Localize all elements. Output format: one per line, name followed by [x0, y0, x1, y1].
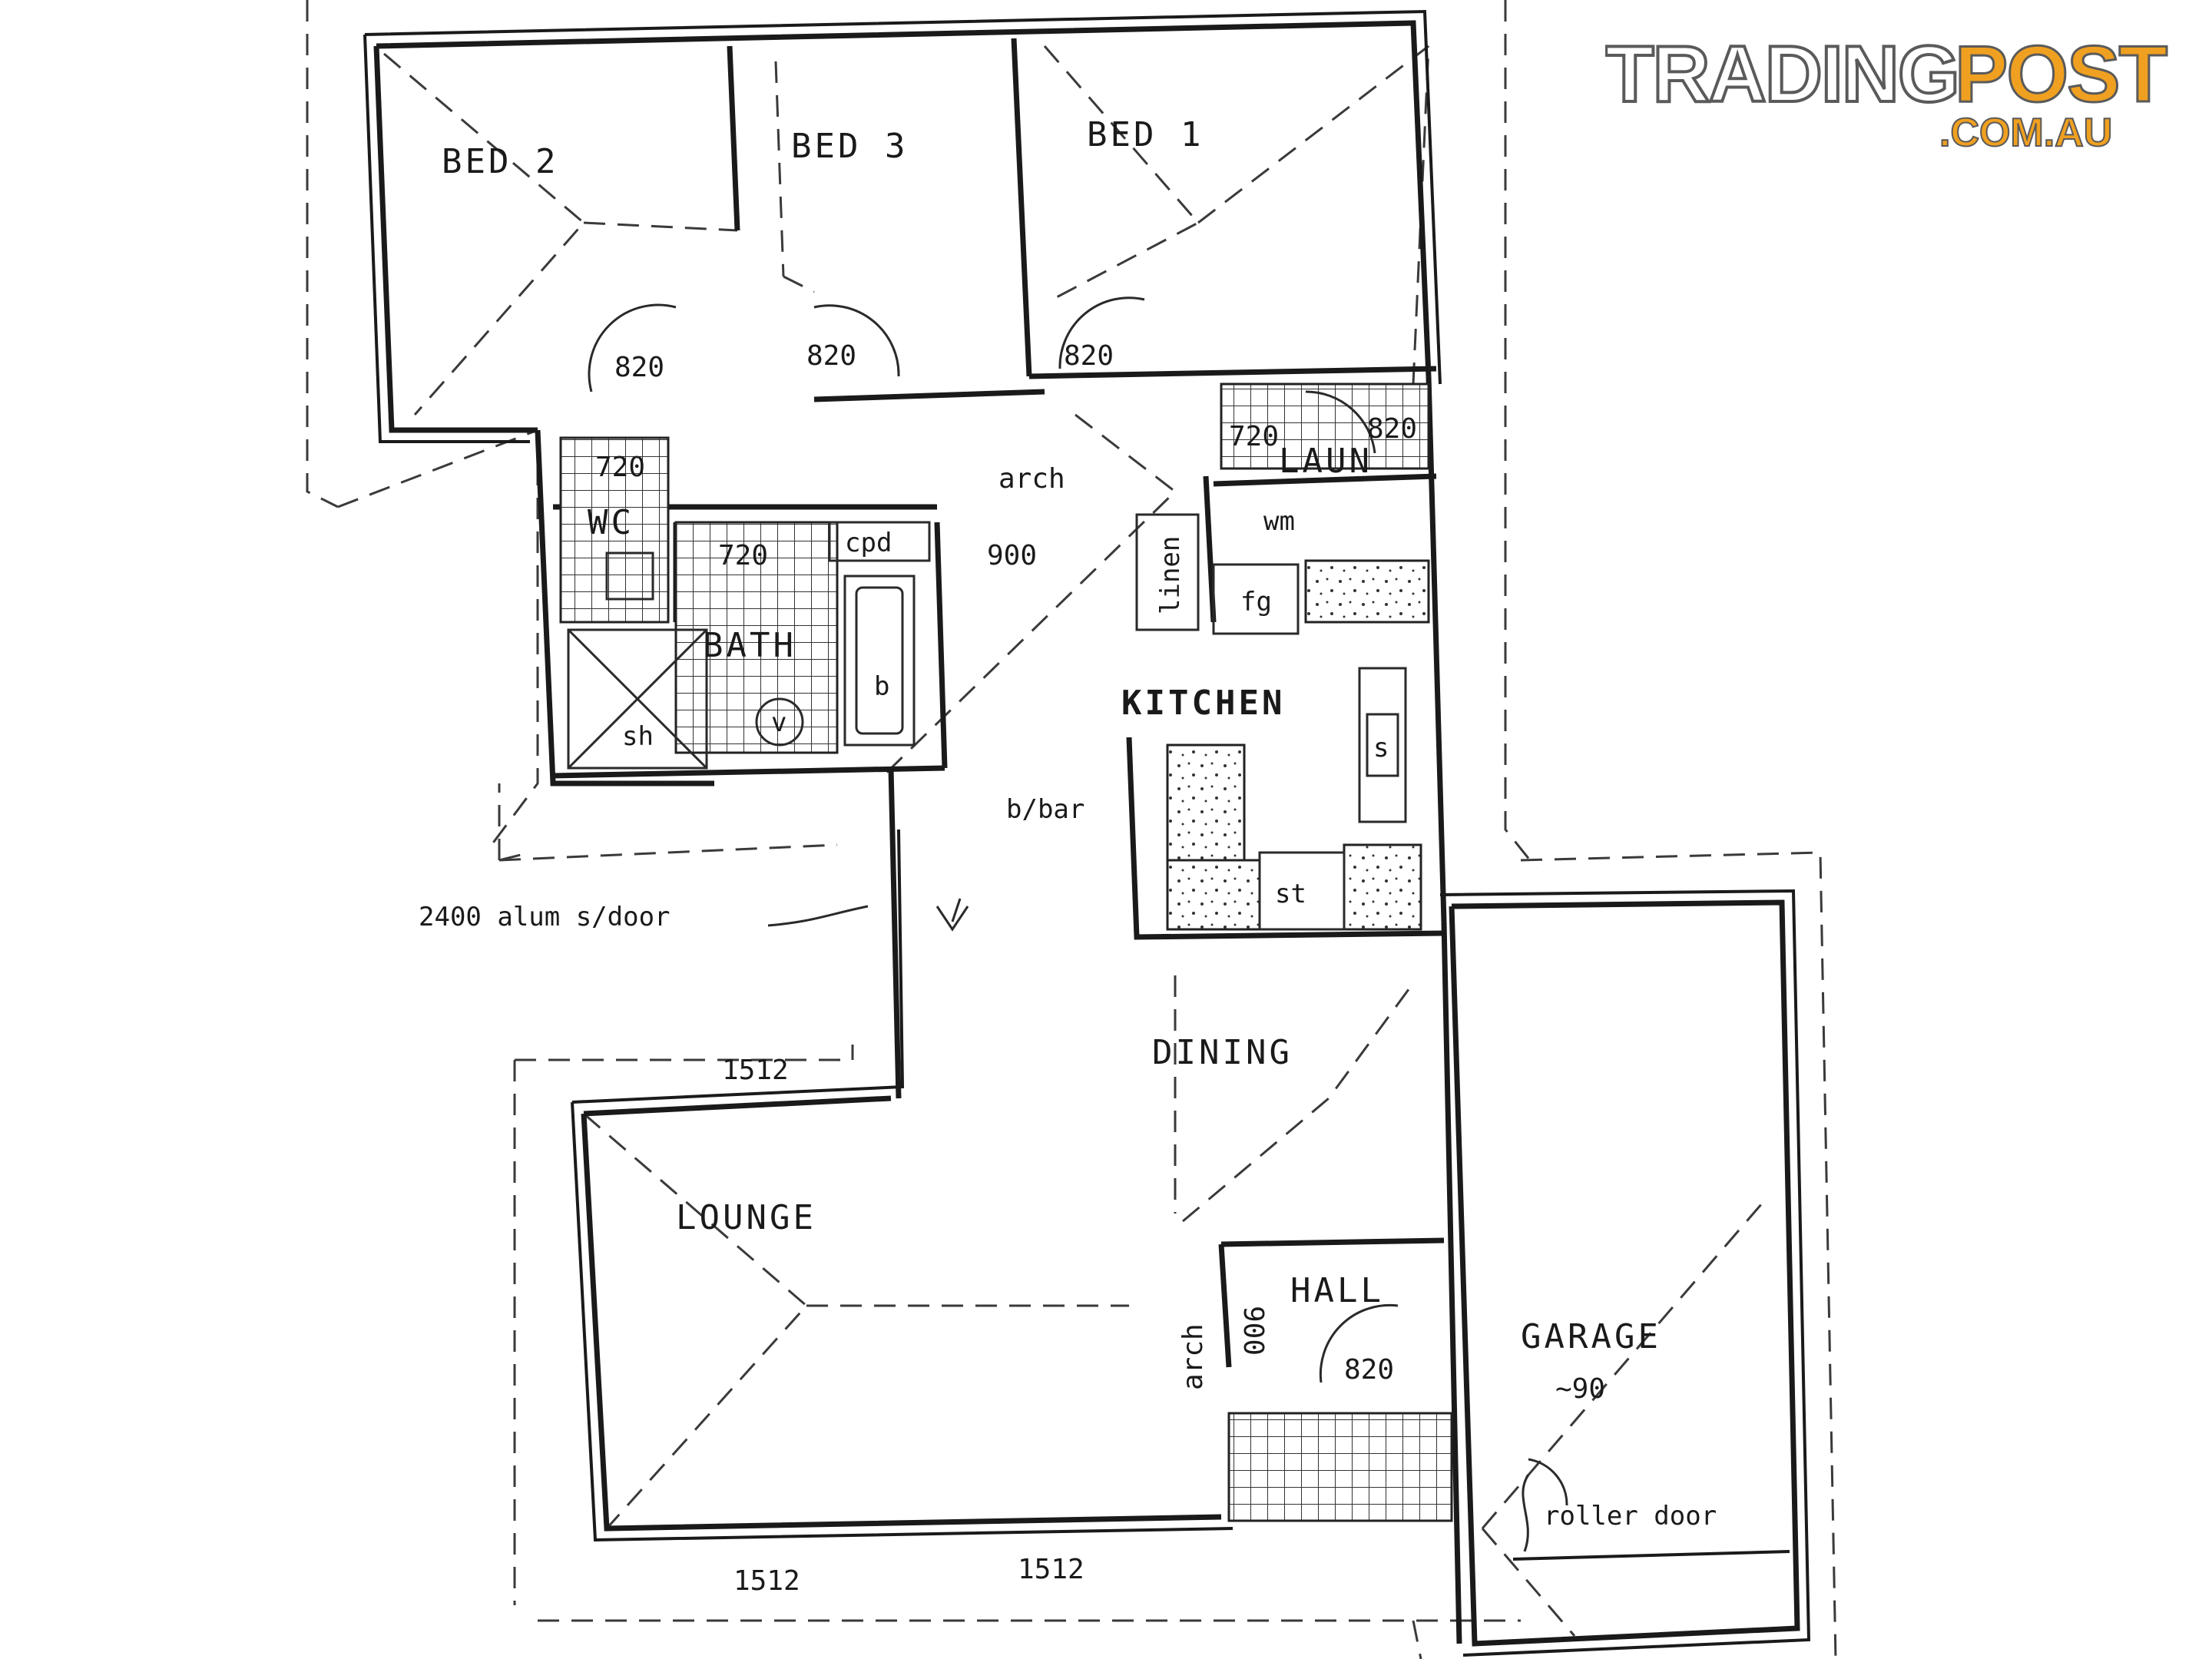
logo-brand-accent: POST — [1955, 31, 2167, 119]
hip-lines — [337, 45, 1768, 1637]
tradingpost-logo: TRADING POST .COM.AU — [1605, 31, 2170, 154]
dim-window-lounge-bottom-right: 1512 — [1018, 1554, 1084, 1585]
dim-arch-dining-width: 900 — [987, 540, 1037, 571]
room-label-laundry: LAUN — [1279, 442, 1373, 481]
fixture-labels: cpd linen fg wm sh v b s st b/bar — [622, 506, 1389, 909]
dim-laundry-side: 720 — [1229, 421, 1279, 452]
room-label-bed1: BED 1 — [1087, 115, 1204, 154]
fixture-stove: st — [1275, 879, 1306, 909]
kitchen-benches — [1166, 559, 1430, 931]
fixture-sh: sh — [622, 721, 654, 752]
room-label-bed3: BED 3 — [791, 127, 908, 166]
room-label-garage: GARAGE — [1521, 1317, 1661, 1356]
fixture-breakfast-bar: b/bar — [1006, 794, 1084, 825]
room-labels: BED 2 BED 3 BED 1 LAUN WC BATH KITCHEN D… — [442, 115, 1661, 1356]
note-sliding-door: 2400 alum s/door — [419, 902, 671, 932]
dim-door-wc: 720 — [595, 452, 645, 483]
room-label-hall: HALL — [1290, 1271, 1384, 1310]
note-roller-door: roller door — [1544, 1501, 1717, 1532]
dim-door-bed2: 820 — [614, 352, 664, 383]
fixture-sink: s — [1373, 733, 1389, 763]
interior-walls — [552, 38, 1462, 1644]
fixture-linen: linen — [1155, 536, 1186, 614]
fixture-wm: wm — [1263, 506, 1295, 537]
room-label-kitchen: KITCHEN — [1121, 684, 1285, 723]
wet-areas — [559, 382, 1453, 1522]
room-label-lounge: LOUNGE — [676, 1198, 816, 1237]
dim-arch-hall: arch — [1177, 1323, 1209, 1390]
room-label-wc: WC — [588, 503, 634, 542]
dim-arch-hall-width: 900 — [1237, 1306, 1269, 1356]
dim-door-bath: 720 — [718, 540, 768, 571]
logo-domain: .COM.AU — [1939, 111, 2112, 154]
roller-door-line — [1512, 1550, 1790, 1561]
room-label-dining: DINING — [1152, 1033, 1293, 1072]
fixture-bath-tub: b — [874, 671, 889, 702]
notes: 2400 alum s/door roller door — [419, 902, 1717, 1552]
logo-brand-main: TRADING — [1605, 31, 1959, 119]
dimension-labels: 820 820 820 720 820 720 720 arch 900 arc… — [595, 340, 1605, 1597]
dim-door-laundry: 820 — [1367, 413, 1417, 445]
fixture-fg: fg — [1240, 587, 1272, 618]
dim-window-lounge-side: 1512 — [722, 1055, 789, 1086]
room-label-bed2: BED 2 — [442, 142, 558, 181]
door-swings — [588, 296, 1568, 1506]
dim-arch-dining: arch — [998, 463, 1065, 495]
dim-door-front: 820 — [1344, 1354, 1394, 1386]
dim-door-bed1: 820 — [1064, 340, 1114, 372]
roof-outline — [306, 0, 1837, 1659]
room-label-bath: BATH — [703, 626, 796, 665]
dim-garage-angle: ~90 — [1555, 1373, 1605, 1405]
dim-window-lounge-bottom-left: 1512 — [733, 1565, 800, 1597]
dim-door-bed3: 820 — [806, 340, 856, 372]
fixture-cpd: cpd — [845, 528, 892, 558]
exterior-walls — [363, 9, 1811, 1657]
fixture-vanity: v — [771, 707, 786, 738]
